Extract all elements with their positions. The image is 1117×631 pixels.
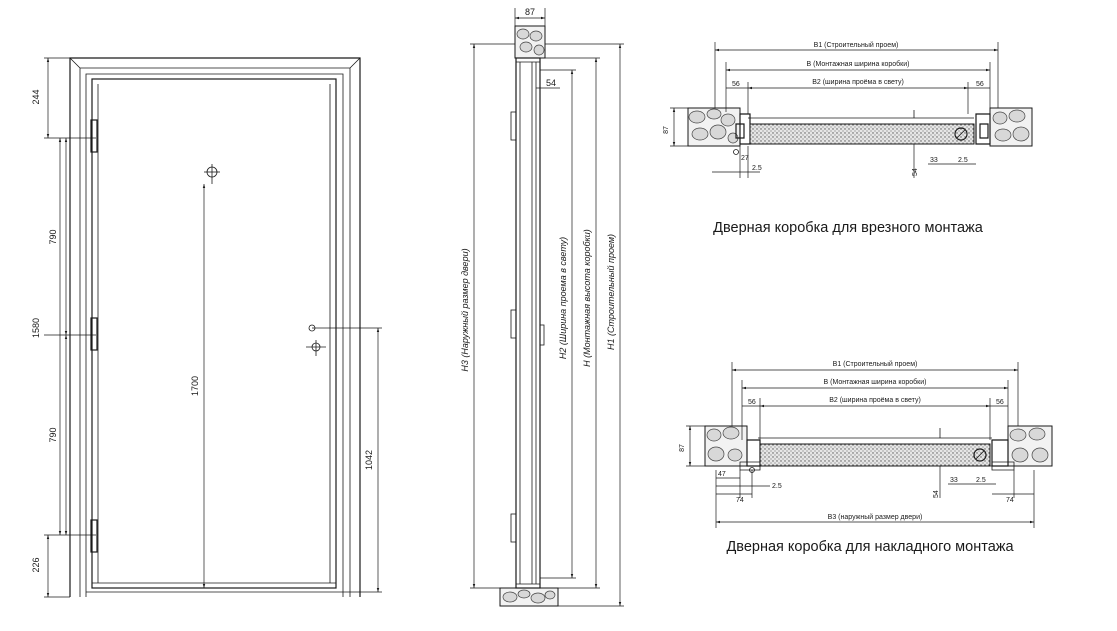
handle-icon [306, 324, 326, 356]
overlay-dim-74-left: 74 [736, 497, 744, 504]
hinge-middle [90, 317, 98, 351]
dim-244: 244 [31, 89, 41, 104]
overlay-dim-54: 54 [933, 490, 940, 498]
dim-226: 226 [31, 557, 41, 572]
overlay-dim-33: 33 [950, 477, 958, 484]
overlay-dim-87: 87 [679, 444, 686, 452]
label-h2: H2 (Ширина проема в свету) [558, 237, 568, 359]
overlay-dim-56-right: 56 [996, 399, 1004, 406]
overlay-caption: Дверная коробка для накладного монтажа [726, 539, 1014, 555]
mortise-dim-33: 33 [930, 157, 938, 164]
dim-87: 87 [525, 7, 535, 17]
overlay-dim-2-5-right: 2.5 [976, 477, 986, 484]
door-leaf [91, 78, 337, 589]
label-h1: H1 (Строительный проем) [606, 234, 616, 350]
overlay-label-b2: B2 (ширина проёма в свету) [829, 397, 921, 404]
mortise-dim-87: 87 [663, 126, 670, 134]
overlay-label-b: B (Монтажная ширина коробки) [824, 378, 927, 386]
hinge-bottom [90, 519, 98, 553]
mortise-dim-27: 27 [741, 155, 749, 162]
label-h: H (Монтажная высота коробки) [582, 229, 592, 367]
overlay-label-b3: B3 (наружный размер двери) [828, 513, 923, 521]
overlay-dim-56-left: 56 [748, 399, 756, 406]
door-frame-inner [85, 73, 344, 597]
dim-1042: 1042 [364, 450, 374, 470]
overlay-lock-icon [973, 448, 987, 462]
dim-54: 54 [546, 78, 556, 88]
overlay-section: B1 (Строительный проем) B (Монтажная шир… [679, 360, 1053, 555]
peephole-icon [204, 164, 220, 184]
mortise-dim-2-5-left: 2.5 [752, 165, 762, 172]
label-h3: H3 (Наружный размер двери) [460, 248, 470, 371]
mortise-dim-56-left: 56 [732, 81, 740, 88]
dim-790-upper: 790 [48, 229, 58, 244]
mortise-section: B1 (Строительный проем) B (Монтажная шир… [663, 41, 1033, 236]
mortise-label-b1: B1 (Строительный проем) [814, 41, 899, 49]
front-view: 244 790 1580 790 226 1700 1042 [31, 57, 382, 598]
mortise-label-b: B (Монтажная ширина коробки) [807, 60, 910, 68]
overlay-dim-2-5-left: 2.5 [772, 483, 782, 490]
hinge-top [90, 119, 98, 153]
mortise-lock-icon [954, 127, 968, 141]
mortise-label-b2: B2 (ширина проёма в свету) [812, 79, 904, 86]
mortise-dim-54: 54 [912, 168, 919, 176]
overlay-dim-47: 47 [718, 471, 726, 478]
door-frame-outer [69, 57, 361, 597]
door-frame-bevel [69, 57, 361, 597]
mortise-dim-2-5-right: 2.5 [958, 157, 968, 164]
side-view: 87 54 H3 (Наружный размер двери) H2 (Шир… [460, 7, 624, 607]
mortise-leaf-core [749, 123, 975, 145]
overlay-label-b1: B1 (Строительный проем) [833, 360, 918, 368]
dim-1580: 1580 [31, 318, 41, 338]
dim-790-lower: 790 [48, 427, 58, 442]
overlay-dim-74-right: 74 [1006, 497, 1014, 504]
dim-1700: 1700 [190, 376, 200, 396]
mortise-dim-56-right: 56 [976, 81, 984, 88]
overlay-leaf-core [759, 443, 991, 467]
mortise-caption: Дверная коробка для врезного монтажа [713, 220, 984, 236]
